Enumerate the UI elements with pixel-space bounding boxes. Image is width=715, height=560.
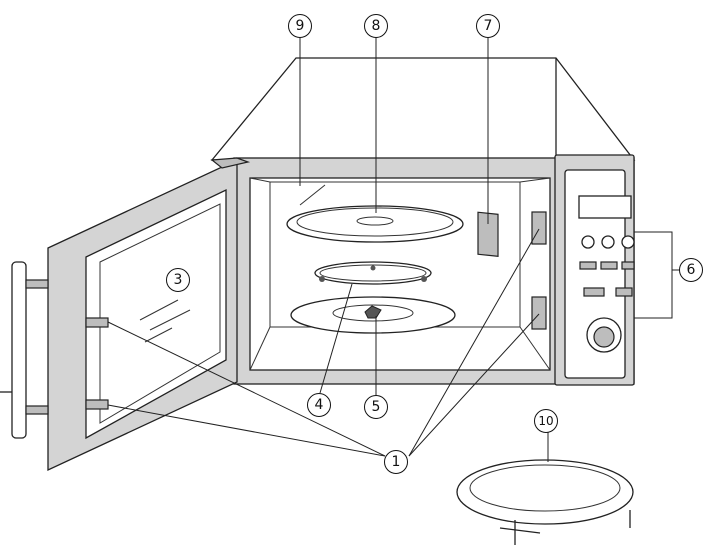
door: [47, 157, 251, 472]
callout-4: 4: [307, 393, 331, 417]
callout-3: 3: [166, 268, 190, 292]
roller-ring: [314, 261, 432, 285]
leader-lines: [107, 38, 680, 462]
glass-tray: [286, 205, 464, 243]
callout-1: 1: [384, 450, 408, 474]
display-window: [578, 195, 632, 219]
callout-5: 5: [364, 395, 388, 419]
control-panel: [554, 154, 635, 386]
cavity-wall-detail: [299, 184, 326, 206]
callout-10: 10: [534, 409, 558, 433]
callout-8: 8: [364, 14, 388, 38]
door-handle: [0, 261, 49, 439]
callout-6: 6: [679, 258, 703, 282]
callout-7: 7: [476, 14, 500, 38]
turntable-shaft: [290, 296, 456, 334]
callout-9: 9: [288, 14, 312, 38]
roller-ring-support: [456, 459, 634, 545]
